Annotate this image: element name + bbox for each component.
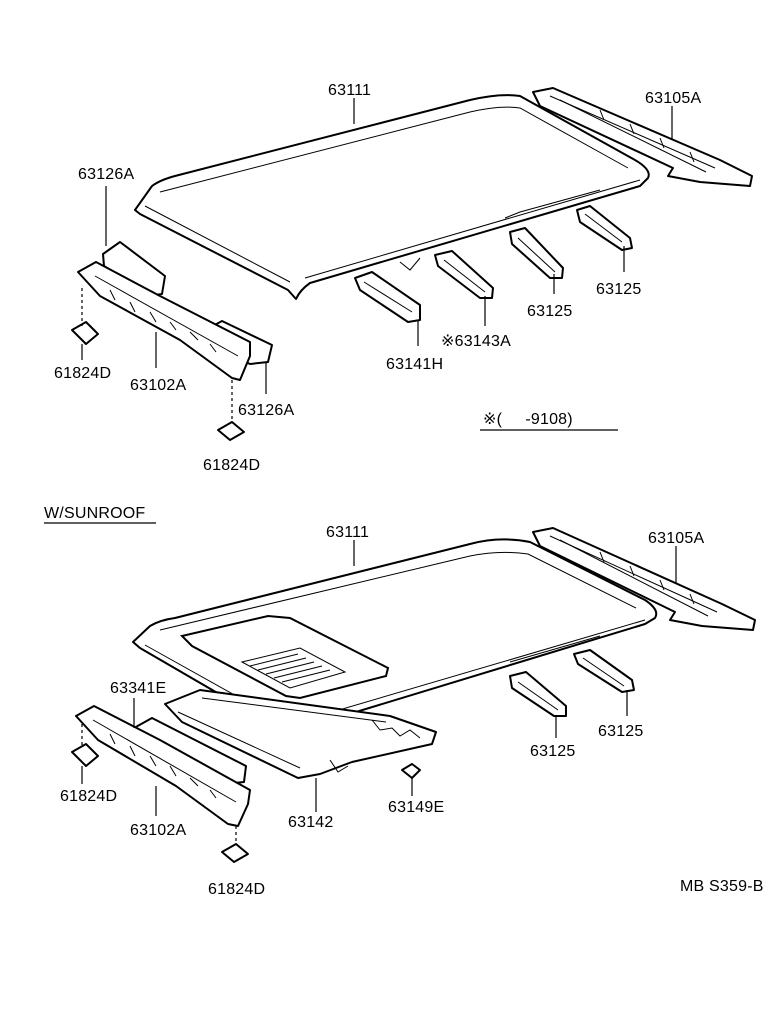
bottom-assembly: W/SUNROOF	[44, 505, 764, 898]
roof-bow-rear-sunroof	[573, 649, 635, 693]
sunroof-opening	[180, 614, 390, 700]
label-front-header: 63102A	[130, 377, 186, 394]
front-pad-bottom	[217, 421, 245, 441]
label-roof-panel-sunroof: 63111	[326, 524, 369, 541]
front-pad-left	[71, 321, 99, 345]
drawing-code: MB S359-B	[680, 878, 764, 895]
label-pad-bottom: 61824D	[203, 457, 260, 474]
top-assembly: 63111 63105A 63126A 63125 63125 ※63143A …	[54, 82, 753, 474]
roof-bow-front-sunroof	[509, 671, 567, 717]
label-front-header-sunroof: 63102A	[130, 822, 186, 839]
section-title: W/SUNROOF	[44, 505, 145, 522]
label-clip: 63149E	[388, 799, 444, 816]
front-header-panel	[77, 261, 251, 381]
front-pad-bottom-sunroof	[221, 843, 249, 863]
label-pad-left-sunroof: 61824D	[60, 788, 117, 805]
label-bow-center-front: ※63143A	[441, 333, 511, 350]
label-bow-rear-sunroof: 63125	[598, 723, 644, 740]
front-header-panel-sunroof	[75, 705, 251, 827]
label-bow-front-sunroof: 63125	[530, 743, 576, 760]
roof-bow-center-rear	[509, 227, 564, 279]
front-pad-left-sunroof	[71, 743, 99, 767]
label-rear-header: 63105A	[645, 90, 701, 107]
label-bow-front: 63141H	[386, 356, 443, 373]
label-roof-panel: 63111	[328, 82, 371, 99]
roof-panel	[134, 94, 650, 300]
label-bow-rear: 63125	[596, 281, 642, 298]
label-bow-center-rear: 63125	[527, 303, 573, 320]
sunroof-clip	[401, 763, 421, 779]
label-sunroof-sheet: 63341E	[110, 680, 166, 697]
label-sheet-left: 63126A	[78, 166, 134, 183]
label-sheet-center: 63126A	[238, 402, 294, 419]
label-bow-center-front-code: 63143A	[455, 333, 511, 350]
label-housing-frame: 63142	[288, 814, 334, 831]
roof-bow-rear	[576, 205, 633, 251]
label-pad-left: 61824D	[54, 365, 111, 382]
roof-bow-center-front	[434, 250, 494, 299]
sunroof-housing-frame	[164, 689, 437, 779]
label-rear-header-sunroof: 63105A	[648, 530, 704, 547]
label-pad-bottom-sunroof: 61824D	[208, 881, 265, 898]
applicability-note: ※( -9108)	[483, 411, 573, 428]
asterisk-mark: ※	[441, 333, 455, 350]
